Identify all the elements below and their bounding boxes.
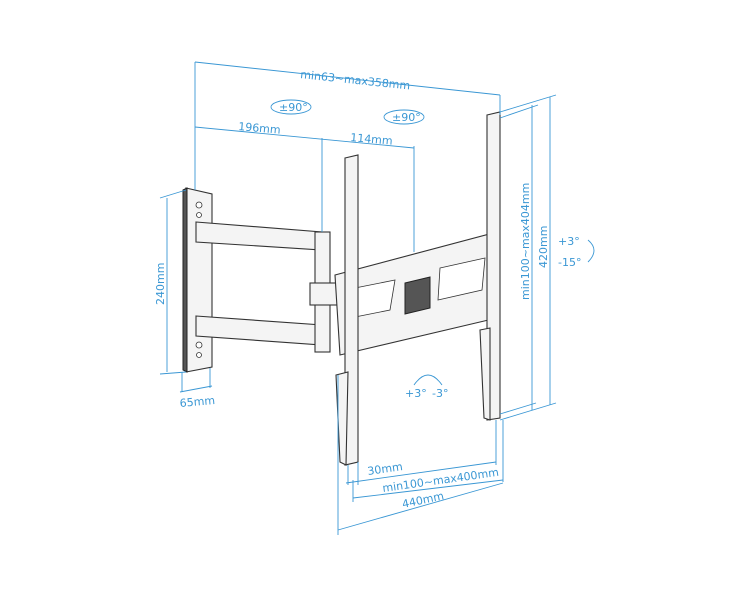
- tilt-arrow-icon: [587, 239, 595, 263]
- wall-plate-edge: [182, 187, 188, 373]
- swivel-arrow-icon: [270, 99, 312, 115]
- wall-plate-height-label: 240mm: [154, 263, 167, 305]
- tilt-up-label: +3°: [558, 235, 580, 248]
- swivel-label-1: ±90°: [279, 101, 308, 114]
- level-arrow-icon: [413, 374, 443, 386]
- upper-arm: [195, 221, 323, 251]
- right-rail-foot: [479, 327, 491, 421]
- vesa-vertical-label: min100~max404mm: [519, 183, 532, 300]
- swivel-arrow-icon: [383, 109, 425, 125]
- mount-illustration: [182, 111, 501, 466]
- level-plus-label: +3°: [405, 387, 427, 400]
- rail-height-label: 420mm: [537, 226, 550, 268]
- arm-segment-2-label: 114mm: [350, 131, 393, 148]
- wall-plate-width-label: 65mm: [179, 394, 215, 410]
- dimension-lines: [159, 61, 595, 535]
- arm-segment-1-label: 196mm: [238, 120, 281, 137]
- swivel-label-2: ±90°: [392, 111, 421, 124]
- arm-extension-label: min63~max358mm: [300, 68, 411, 92]
- left-rail-foot: [335, 371, 349, 466]
- rail-width-label: 30mm: [367, 460, 404, 478]
- level-minus-label: -3°: [432, 387, 448, 400]
- lower-arm: [195, 315, 323, 346]
- crossbar-width-label: 440mm: [401, 489, 445, 511]
- tilt-down-label: -15°: [558, 256, 581, 269]
